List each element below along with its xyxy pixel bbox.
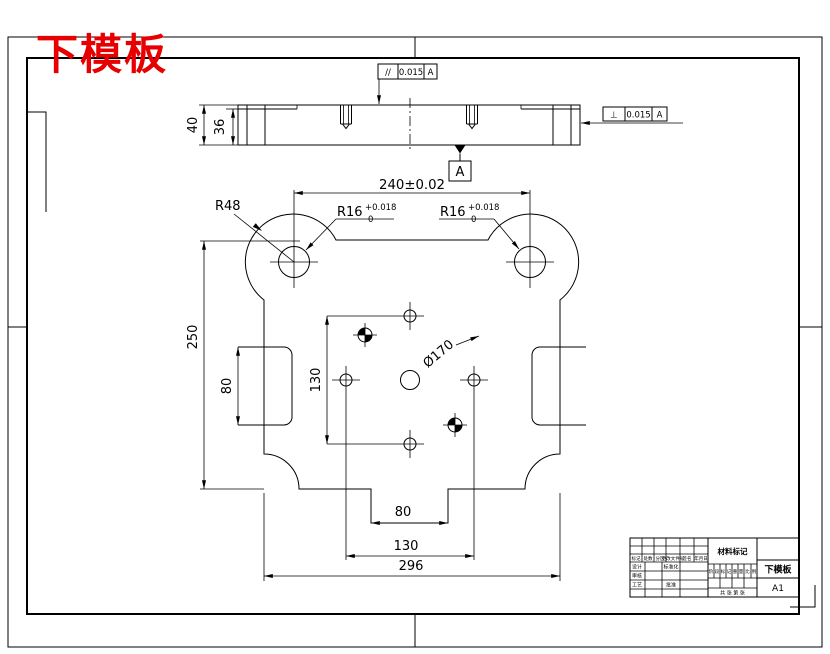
dim-250-text: 250	[186, 325, 201, 350]
dim-80-side-notch: 80	[220, 347, 240, 425]
r16-left-lower-tol: 0	[368, 215, 373, 225]
material-zone: 材料标记 阶 段 标 记 重 量 比 例 共 张 第 张	[708, 546, 757, 597]
label-r16-left: R16 +0.018 0	[305, 203, 396, 251]
plate-outline	[244, 213, 580, 524]
label-dia-170: Ø170	[421, 335, 480, 371]
stage-cell-6: 比	[745, 568, 750, 575]
dim-40-text: 40	[186, 117, 201, 134]
dim-240: 240±0.02	[294, 178, 530, 195]
r48-text: R48	[215, 199, 241, 214]
dim-80-bottom-tab: 80	[371, 505, 448, 525]
side-notch-left	[238, 346, 293, 426]
dim-80-bottom-text: 80	[395, 505, 412, 520]
rev-header-docno: 更改文件号	[662, 555, 685, 562]
fold-mark-bottom-right	[790, 585, 816, 608]
tapped-hole-right	[466, 105, 478, 130]
datum-letter: A	[456, 165, 465, 180]
parallel-symbol: //	[385, 68, 391, 78]
plan-view: 240±0.02 R48 R16 +0.018 0 R16 +0.018 0	[186, 178, 586, 581]
role-design: 设计	[632, 564, 642, 571]
perpendicular-datum: A	[657, 111, 663, 121]
dim-130-h-text: 130	[394, 539, 419, 554]
parallel-value: 0.015	[399, 68, 423, 78]
stage-cell-3: 记	[727, 568, 732, 575]
fold-mark-left	[27, 111, 47, 212]
bolt-hole-top	[327, 302, 424, 330]
r16-left-upper-tol: +0.018	[365, 203, 396, 213]
part-name: 下模板	[764, 564, 792, 576]
center-hole	[400, 370, 420, 390]
datum-flag-a: A	[448, 145, 472, 182]
bolt-hole-right	[460, 366, 488, 560]
dim-250: 250	[186, 240, 300, 490]
stage-cell-4: 重	[733, 568, 738, 575]
material-label: 材料标记	[718, 546, 748, 556]
center-hole-pattern: 130 Ø170	[309, 302, 488, 560]
role-process: 工艺	[632, 583, 642, 589]
title-block: 标记 处数 分区 更改文件号 签名 年月日 设计 标准化 审核 工艺 批准 材料…	[629, 537, 800, 598]
tolerance-frame-parallel: // 0.015 A	[377, 63, 438, 104]
side-notch-right	[531, 346, 586, 426]
guide-hole-left	[270, 190, 318, 288]
sheet-info: 共 张 第 张	[720, 590, 745, 597]
stage-cell-2: 标	[721, 568, 726, 575]
guide-hole-right	[506, 190, 554, 288]
perpendicular-symbol: ⊥	[610, 111, 617, 121]
dim-36: 36	[213, 108, 240, 145]
r16-left-text: R16	[337, 205, 363, 220]
r16-right-upper-tol: +0.018	[468, 203, 499, 213]
r16-right-lower-tol: 0	[471, 215, 476, 225]
red-part-title: 下模板	[36, 32, 168, 79]
tolerance-frame-perpendicular: ⊥ 0.015 A	[581, 106, 683, 125]
drawing-code: A1	[772, 584, 784, 594]
dia-170-text: Ø170	[421, 337, 457, 371]
rev-header-mark: 标记	[632, 555, 641, 562]
dim-296-text: 296	[399, 559, 424, 574]
dim-130-horizontal: 130	[346, 539, 474, 558]
rev-header-date: 年月日	[694, 555, 708, 562]
dim-296: 296	[263, 493, 561, 581]
dowel-hole-upper-left	[353, 323, 377, 347]
stage-cell-0: 阶	[709, 568, 714, 575]
rev-header-sign: 签名	[683, 555, 692, 562]
label-r48: R48	[215, 199, 295, 263]
part-name-zone: 下模板 A1	[757, 559, 799, 594]
rev-header-zone: 分区	[656, 555, 665, 562]
bolt-hole-bottom	[327, 430, 424, 458]
stage-cell-1: 段	[715, 568, 720, 575]
tapped-hole-left	[340, 105, 352, 130]
dim-240-text: 240±0.02	[379, 178, 445, 193]
r16-right-text: R16	[440, 205, 466, 220]
stage-cell-5: 量	[739, 568, 744, 575]
role-standard: 标准化	[663, 564, 678, 571]
revision-grid: 标记 处数 分区 更改文件号 签名 年月日 设计 标准化 审核 工艺 批准	[630, 538, 708, 597]
parallel-datum: A	[428, 68, 434, 78]
role-check: 审核	[632, 573, 642, 580]
label-r16-right: R16 +0.018 0	[439, 203, 520, 250]
dim-130-v-text: 130	[309, 368, 324, 393]
dim-130-vertical: 130	[309, 316, 329, 444]
rev-header-count: 处数	[644, 555, 653, 562]
dowel-hole-lower-right	[443, 413, 467, 437]
side-view: A 40 36 // 0.015 A ⊥	[186, 63, 683, 182]
bolt-hole-left	[332, 366, 360, 560]
stage-cell-7: 例	[752, 568, 757, 575]
dim-36-text: 36	[213, 119, 228, 136]
sheet-border	[7, 36, 823, 648]
perpendicular-value: 0.015	[626, 111, 650, 121]
dim-80-side-text: 80	[220, 378, 235, 395]
role-approve: 批准	[666, 582, 676, 589]
